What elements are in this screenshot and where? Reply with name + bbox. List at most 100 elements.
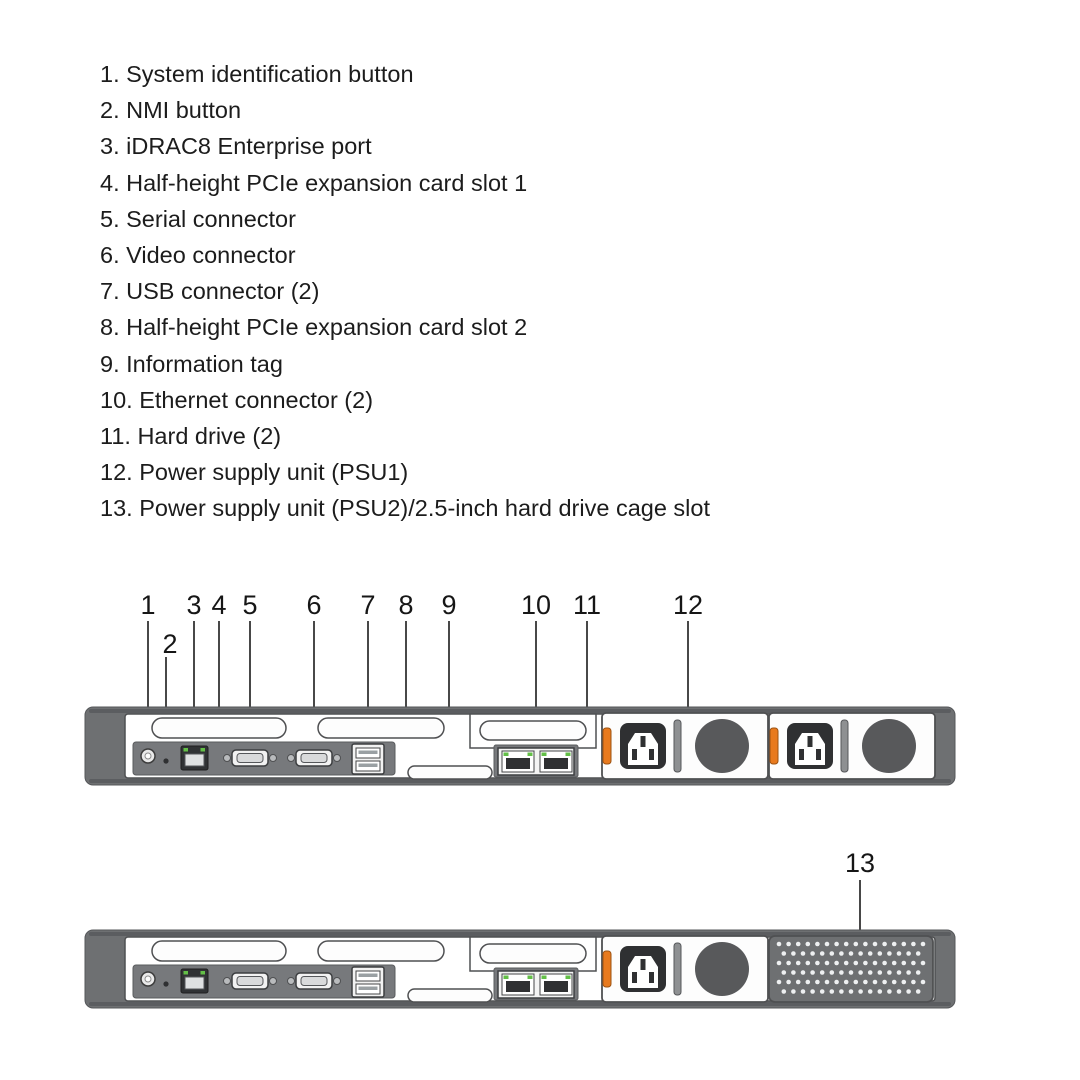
grille-hole (843, 979, 849, 985)
grille-hole (858, 951, 863, 956)
grille-hole (853, 960, 859, 966)
legend-item-13: 13. Power supply unit (PSU2)/2.5-inch ha… (100, 495, 711, 522)
grille-hole (867, 989, 873, 994)
callout-12: 12 (673, 590, 703, 620)
grille-hole (824, 979, 830, 985)
callout-7: 7 (360, 590, 375, 620)
callout-6: 6 (306, 590, 321, 620)
grille-hole (805, 979, 811, 985)
grille-hole (834, 941, 839, 947)
grille-hole (843, 960, 849, 966)
grille-hole (815, 960, 820, 966)
grille-hole (839, 970, 844, 975)
grille-hole (901, 979, 907, 985)
grille-hole (906, 989, 911, 994)
legend-item-12: 12. Power supply unit (PSU1) (100, 459, 409, 486)
grille-hole (819, 951, 825, 956)
grille-hole (853, 941, 859, 947)
grille-hole (786, 979, 791, 985)
grille-hole (800, 989, 806, 994)
grille-hole (891, 941, 897, 947)
grille-hole (824, 960, 830, 966)
grille-hole (911, 960, 916, 966)
grille-hole (824, 941, 830, 947)
psu1-module (601, 712, 769, 780)
grille-hole (858, 989, 863, 994)
callout-13: 13 (845, 848, 875, 878)
grille-hole (795, 979, 801, 985)
grille-hole (882, 960, 887, 966)
grille-hole (887, 951, 892, 956)
grille-hole (800, 970, 806, 975)
legend-item-1: 1. System identification button (100, 61, 414, 87)
grille-hole (867, 970, 873, 975)
grille-hole (781, 970, 787, 975)
legend-item-9: 9. Information tag (100, 350, 283, 377)
callout-11: 11 (573, 590, 601, 620)
grille-hole (863, 941, 868, 947)
grille-hole (834, 979, 839, 985)
grille-hole (887, 970, 892, 975)
grille-hole (920, 941, 926, 947)
grille-hole (877, 951, 883, 956)
legend-item-2: 2. NMI button (100, 97, 242, 124)
grille-hole (911, 941, 916, 947)
rear-view-hdd-cage (84, 929, 956, 1009)
grille-hole (867, 951, 873, 956)
grille-hole (858, 970, 863, 975)
grille-hole (915, 989, 921, 994)
grille-hole (839, 951, 844, 956)
legend-item-3: 3. iDRAC8 Enterprise port (100, 133, 372, 160)
grille-hole (810, 970, 815, 975)
legend-item-5: 5. Serial connector (100, 205, 296, 232)
grille-hole (877, 989, 883, 994)
grille-hole (781, 951, 787, 956)
grille-hole (815, 979, 820, 985)
grille-hole (829, 970, 835, 975)
grille-hole (848, 989, 854, 994)
grille-hole (882, 979, 887, 985)
server-rear-diagrams: 1 2 3 4 5 6 7 8 9 10 11 12 13 (84, 590, 956, 1009)
grille-hole (882, 941, 887, 947)
grille-hole (853, 979, 859, 985)
grille-hole (819, 970, 825, 975)
grille-hole (800, 951, 806, 956)
grille-hole (872, 941, 878, 947)
grille-hole (795, 960, 801, 966)
psu1-module-2 (601, 935, 769, 1003)
grille-hole (815, 941, 820, 947)
grille-hole (891, 979, 897, 985)
grille-hole (901, 941, 907, 947)
legend-item-8: 8. Half-height PCIe expansion card slot … (100, 314, 528, 341)
grille-hole (911, 979, 916, 985)
grille-hole (848, 970, 854, 975)
grille-hole (863, 979, 868, 985)
grille-hole (776, 979, 782, 985)
grille-hole (791, 951, 796, 956)
grille-hole (791, 989, 796, 994)
psu2-module (768, 712, 936, 780)
grille-hole (920, 960, 926, 966)
grille-hole (776, 941, 782, 947)
grille-hole (829, 951, 835, 956)
grille-hole (906, 951, 911, 956)
hdd-cage-slot-grille (768, 935, 934, 1003)
grille-hole (786, 960, 791, 966)
grille-hole (810, 951, 815, 956)
grille-hole (795, 941, 801, 947)
grille-hole (776, 960, 782, 966)
legend-item-7: 7. USB connector (2) (100, 278, 320, 305)
grille-hole (915, 970, 921, 975)
grille-hole (915, 951, 921, 956)
callout-9: 9 (441, 590, 456, 620)
rear-view-dual-psu (84, 706, 956, 786)
callout-4: 4 (211, 590, 226, 620)
grille-hole (872, 979, 878, 985)
grille-hole (887, 989, 892, 994)
grille-hole (896, 970, 902, 975)
callout-2: 2 (162, 629, 177, 659)
legend-item-10: 10. Ethernet connector (2) (100, 386, 374, 413)
grille-hole (877, 970, 883, 975)
legend-item-11: 11. Hard drive (2) (100, 423, 282, 450)
callout-1: 1 (140, 590, 155, 620)
